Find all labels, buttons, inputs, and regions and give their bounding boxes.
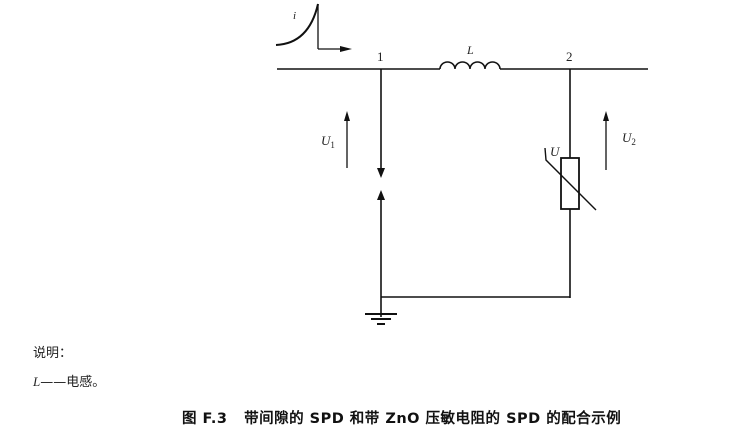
figure-caption: 图 F.3 带间隙的 SPD 和带 ZnO 压敏电阻的 SPD 的配合示例: [182, 407, 621, 428]
current-label: i: [293, 10, 297, 22]
legend-entry: L——电感。: [33, 371, 105, 390]
impulse-waveform-icon: [275, 3, 319, 46]
legend-dash: ——: [40, 375, 67, 390]
ground-icon: [365, 313, 397, 325]
inductor-label: L: [467, 43, 474, 57]
node-1-label: 1: [377, 49, 384, 64]
legend-symbol: L: [33, 374, 41, 389]
legend-text: 电感。: [66, 375, 106, 390]
spark-gap-icon: [377, 168, 385, 178]
voltage-u1-label: U1: [321, 133, 335, 150]
legend-heading: 说明：: [33, 346, 73, 361]
figure-title: 带间隙的 SPD 和带 ZnO 压敏电阻的 SPD 的配合示例: [244, 411, 622, 427]
inductor-icon: [439, 61, 501, 70]
voltage-u2-label: U2: [622, 130, 636, 147]
varistor-label: U: [550, 144, 560, 159]
node-2-label: 2: [566, 49, 573, 64]
figure-number: 图 F.3: [182, 411, 228, 427]
